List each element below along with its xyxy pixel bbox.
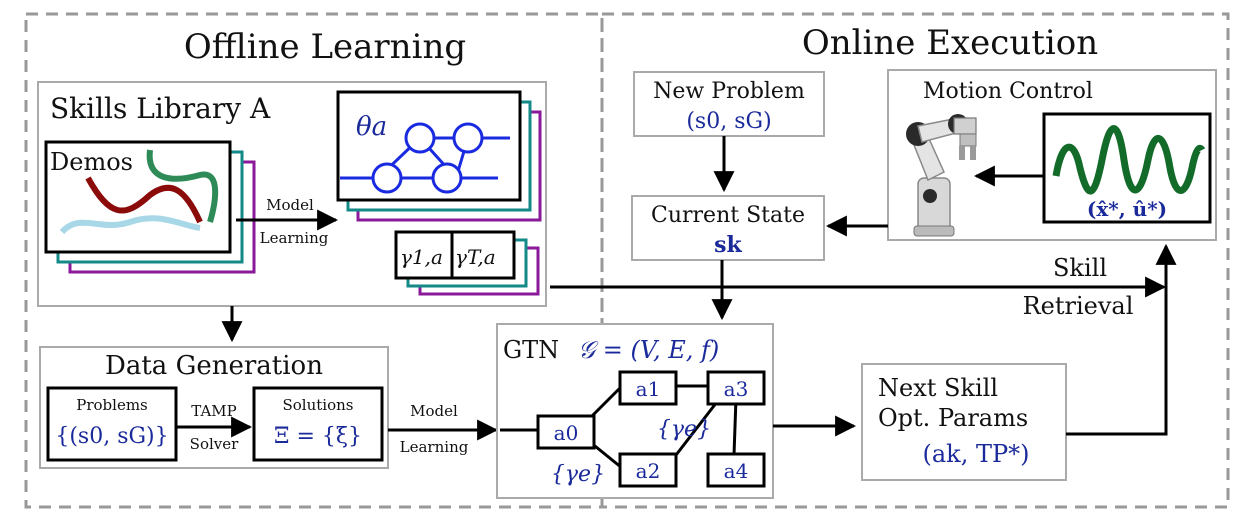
demos-panel-main [44, 140, 232, 254]
new-problem-math: (s0, sG) [686, 109, 771, 134]
next-skill-box [861, 363, 1067, 481]
gamma-panel-main [394, 230, 516, 280]
gamma-first-label: γ1,a [400, 245, 443, 269]
new-problem-box [633, 71, 825, 137]
tamp-line2: Solver [190, 435, 239, 453]
gtn-node-a1-box [618, 370, 678, 406]
trajectory-curve [1052, 125, 1206, 195]
demos-label: Demos [50, 148, 133, 176]
gtn-node-a4: a4 [724, 459, 749, 483]
skill-retrieval-line2: Retrieval [1023, 292, 1134, 320]
problems-label: Problems [76, 396, 148, 414]
gtn-math: 𝒢 = (V, E, f) [578, 336, 719, 364]
solutions-math: Ξ = {ξ} [274, 424, 362, 449]
solutions-label: Solutions [283, 396, 354, 414]
gtn-node-a3-box [706, 370, 766, 406]
online-title: Online Execution [802, 23, 1098, 63]
robot-arm-icon [906, 114, 977, 237]
neural-net-icon [340, 122, 510, 194]
offline-title: Offline Learning [184, 27, 466, 67]
gtn-gamma-label-top: {γe} [657, 417, 711, 442]
skill-retrieval-line1: Skill [1053, 254, 1107, 282]
theta-label: θa [356, 112, 387, 142]
model-learning-bottom-line2: Learning [400, 438, 469, 456]
solutions-box [252, 386, 384, 462]
new-problem-title: New Problem [653, 79, 805, 104]
demo-curve-darkred [85, 176, 203, 224]
gamma-last-label: γT,a [455, 245, 496, 269]
gtn-title: GTN [503, 336, 559, 364]
current-state-math: sk [714, 232, 742, 258]
current-state-box [631, 195, 825, 261]
problems-box [46, 386, 178, 462]
gtn-node-a2-box [618, 452, 678, 488]
gtn-node-a3: a3 [724, 377, 749, 401]
skills-library-title: Skills Library A [50, 92, 271, 125]
next-skill-line2: Opt. Params [878, 404, 1028, 432]
gtn-node-a4-box [706, 452, 766, 488]
model-learning-top-line2: Learning [260, 229, 329, 247]
next-skill-line1: Next Skill [878, 374, 998, 402]
gtn-gamma-label-bottom: {γe} [551, 462, 605, 487]
current-state-title: Current State [651, 203, 805, 228]
nextskill-to-motion-arrow [1066, 243, 1177, 436]
problems-math: {(s0, sG)} [55, 424, 168, 449]
gtn-node-a2: a2 [636, 459, 661, 483]
gtn-node-a0: a0 [554, 421, 579, 445]
motion-control-title: Motion Control [923, 79, 1093, 104]
demo-curve-green [146, 149, 219, 223]
next-skill-math: (ak, TP*) [923, 440, 1030, 468]
tamp-line1: TAMP [191, 402, 236, 420]
demo-curve-lightblue [59, 215, 201, 235]
gtn-node-a0-box [536, 414, 596, 450]
online-frame [600, 12, 1230, 509]
model-learning-bottom-line1: Model [410, 402, 458, 420]
model-learning-top-line1: Model [266, 196, 314, 214]
gtn-edges [500, 384, 738, 470]
data-generation-title: Data Generation [105, 351, 323, 381]
gtn-node-a1: a1 [636, 377, 661, 401]
motion-control-math: (x̂*, û*) [1087, 197, 1167, 221]
